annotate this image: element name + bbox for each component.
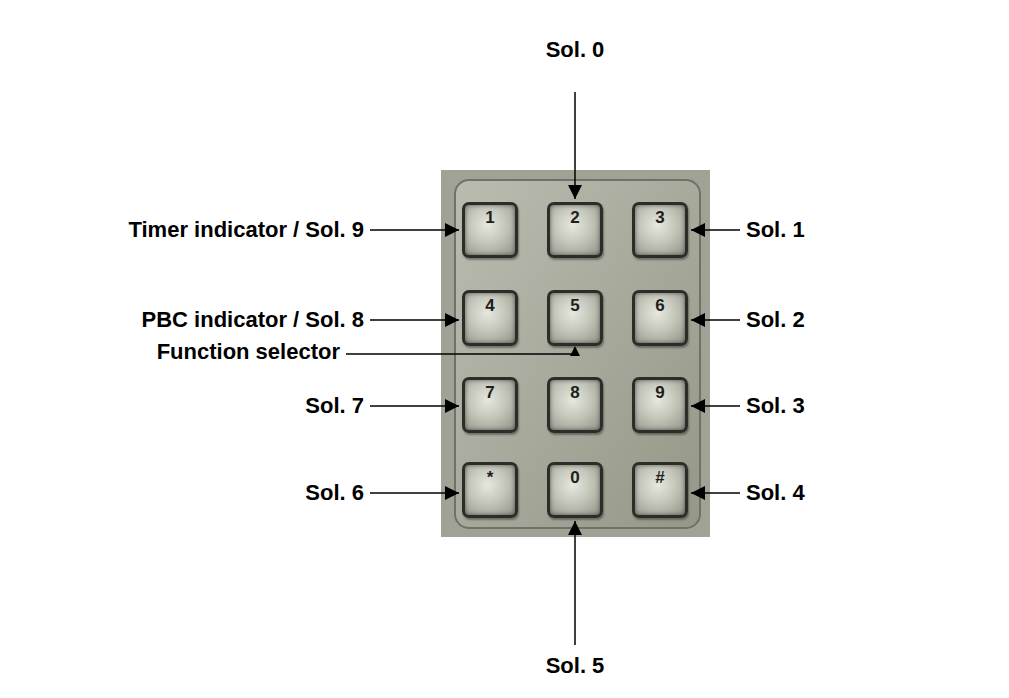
callout-label: Sol. 0 <box>546 37 605 62</box>
keypad-key: 8 <box>547 377 603 433</box>
keypad-key: 3 <box>632 202 688 258</box>
leader-line <box>346 353 575 355</box>
leader-line <box>370 492 459 494</box>
leader-line <box>370 405 459 407</box>
key-legend: 5 <box>570 297 579 316</box>
keypad-key: 1 <box>462 202 518 258</box>
callout-label: Sol. 1 <box>746 217 805 242</box>
callout-label: Sol. 7 <box>305 393 364 418</box>
keypad-key: * <box>462 462 518 518</box>
callout-label: PBC indicator / Sol. 8 <box>142 307 364 332</box>
leader-line <box>574 521 576 645</box>
key-legend: 2 <box>570 209 579 228</box>
leader-line <box>574 92 576 199</box>
keypad-key: 7 <box>462 377 518 433</box>
key-legend: 0 <box>570 469 579 488</box>
callout-label: Sol. 5 <box>546 653 605 678</box>
leader-line <box>691 405 740 407</box>
callout-label: Sol. 4 <box>746 480 805 505</box>
keypad-key: 4 <box>462 290 518 346</box>
key-legend: 8 <box>570 384 579 403</box>
leader-line <box>691 492 740 494</box>
keypad-key: 9 <box>632 377 688 433</box>
key-legend: 1 <box>485 209 494 228</box>
callout-label: Function selector <box>157 339 340 364</box>
leader-line <box>370 319 459 321</box>
keypad-key: 6 <box>632 290 688 346</box>
callout-label: Sol. 6 <box>305 480 364 505</box>
callout-label: Sol. 3 <box>746 393 805 418</box>
leader-line <box>370 229 459 231</box>
key-legend: 4 <box>485 297 494 316</box>
keypad-key: # <box>632 462 688 518</box>
callout-label: Sol. 2 <box>746 307 805 332</box>
key-legend: 7 <box>485 384 494 403</box>
leader-line <box>691 319 740 321</box>
arrow-head <box>570 346 580 356</box>
callout-label: Timer indicator / Sol. 9 <box>128 217 364 242</box>
key-legend: 9 <box>655 384 664 403</box>
key-legend: * <box>487 469 494 488</box>
keypad-key: 2 <box>547 202 603 258</box>
key-legend: 3 <box>655 209 664 228</box>
leader-line <box>691 229 740 231</box>
keypad-key: 0 <box>547 462 603 518</box>
keypad-key: 5 <box>547 290 603 346</box>
key-legend: 6 <box>655 297 664 316</box>
key-legend: # <box>655 469 664 488</box>
